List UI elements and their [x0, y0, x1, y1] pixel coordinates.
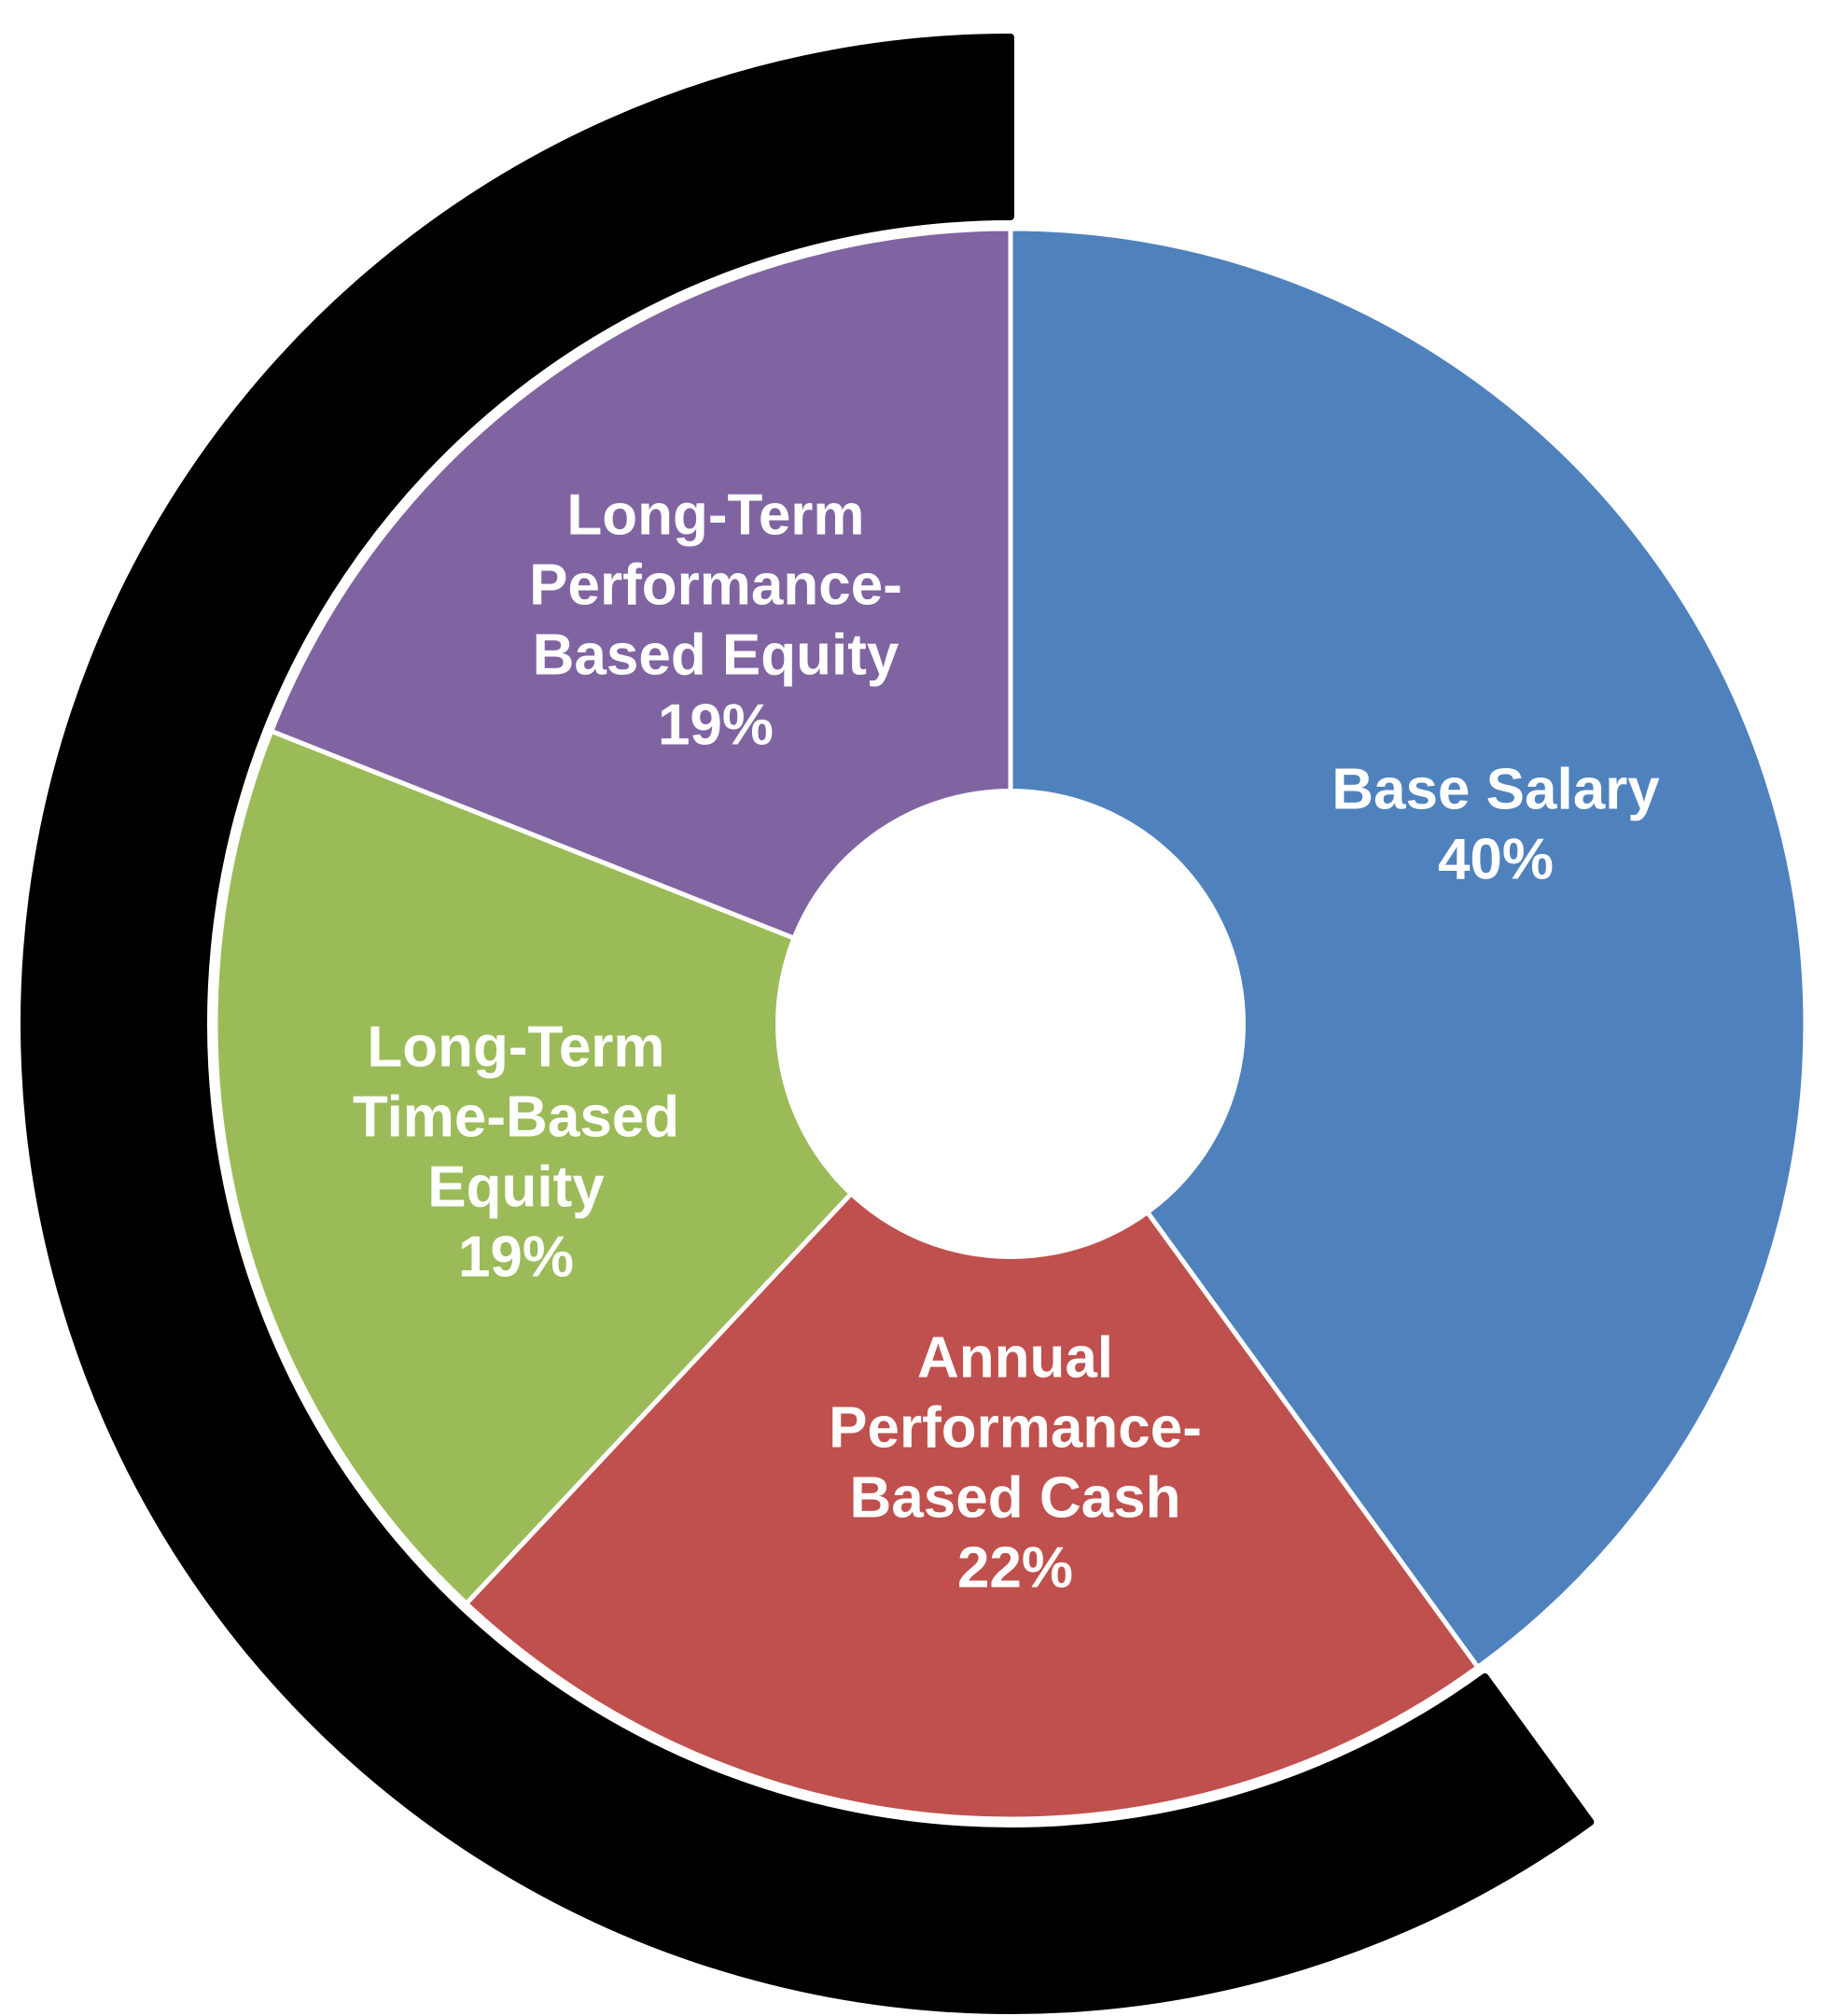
slice-label-line: Time-Based: [353, 1085, 679, 1150]
outer-black-arc: [21, 34, 1595, 2014]
slice-label-line: Performance-: [829, 1396, 1202, 1461]
pie-slice-annual-performance-based-cash: [463, 1020, 1482, 1822]
slice-label-line: Base Salary: [1332, 758, 1660, 822]
slice-label-line: Annual: [917, 1326, 1113, 1391]
slice-label-line: Long-Term: [566, 483, 864, 548]
donut-center-hole: [775, 789, 1246, 1259]
pie-slice-long-term-performance-based-equity: [268, 226, 1013, 1028]
slice-label-line: Performance-: [529, 553, 902, 618]
slice-label-line: 19%: [658, 693, 774, 758]
slice-label-line: 19%: [458, 1225, 574, 1290]
slice-label-line: Based Cash: [850, 1466, 1181, 1531]
pie-slice-base-salary: [1008, 226, 1808, 1671]
slice-label-line: Long-Term: [367, 1015, 664, 1080]
slice-label-line: Equity: [427, 1155, 605, 1220]
slice-label-line: 40%: [1438, 828, 1554, 892]
outer-arc-layer: [21, 34, 1595, 2014]
slice-label-line: 22%: [957, 1536, 1073, 1601]
slice-label-line: Based Equity: [533, 623, 900, 688]
